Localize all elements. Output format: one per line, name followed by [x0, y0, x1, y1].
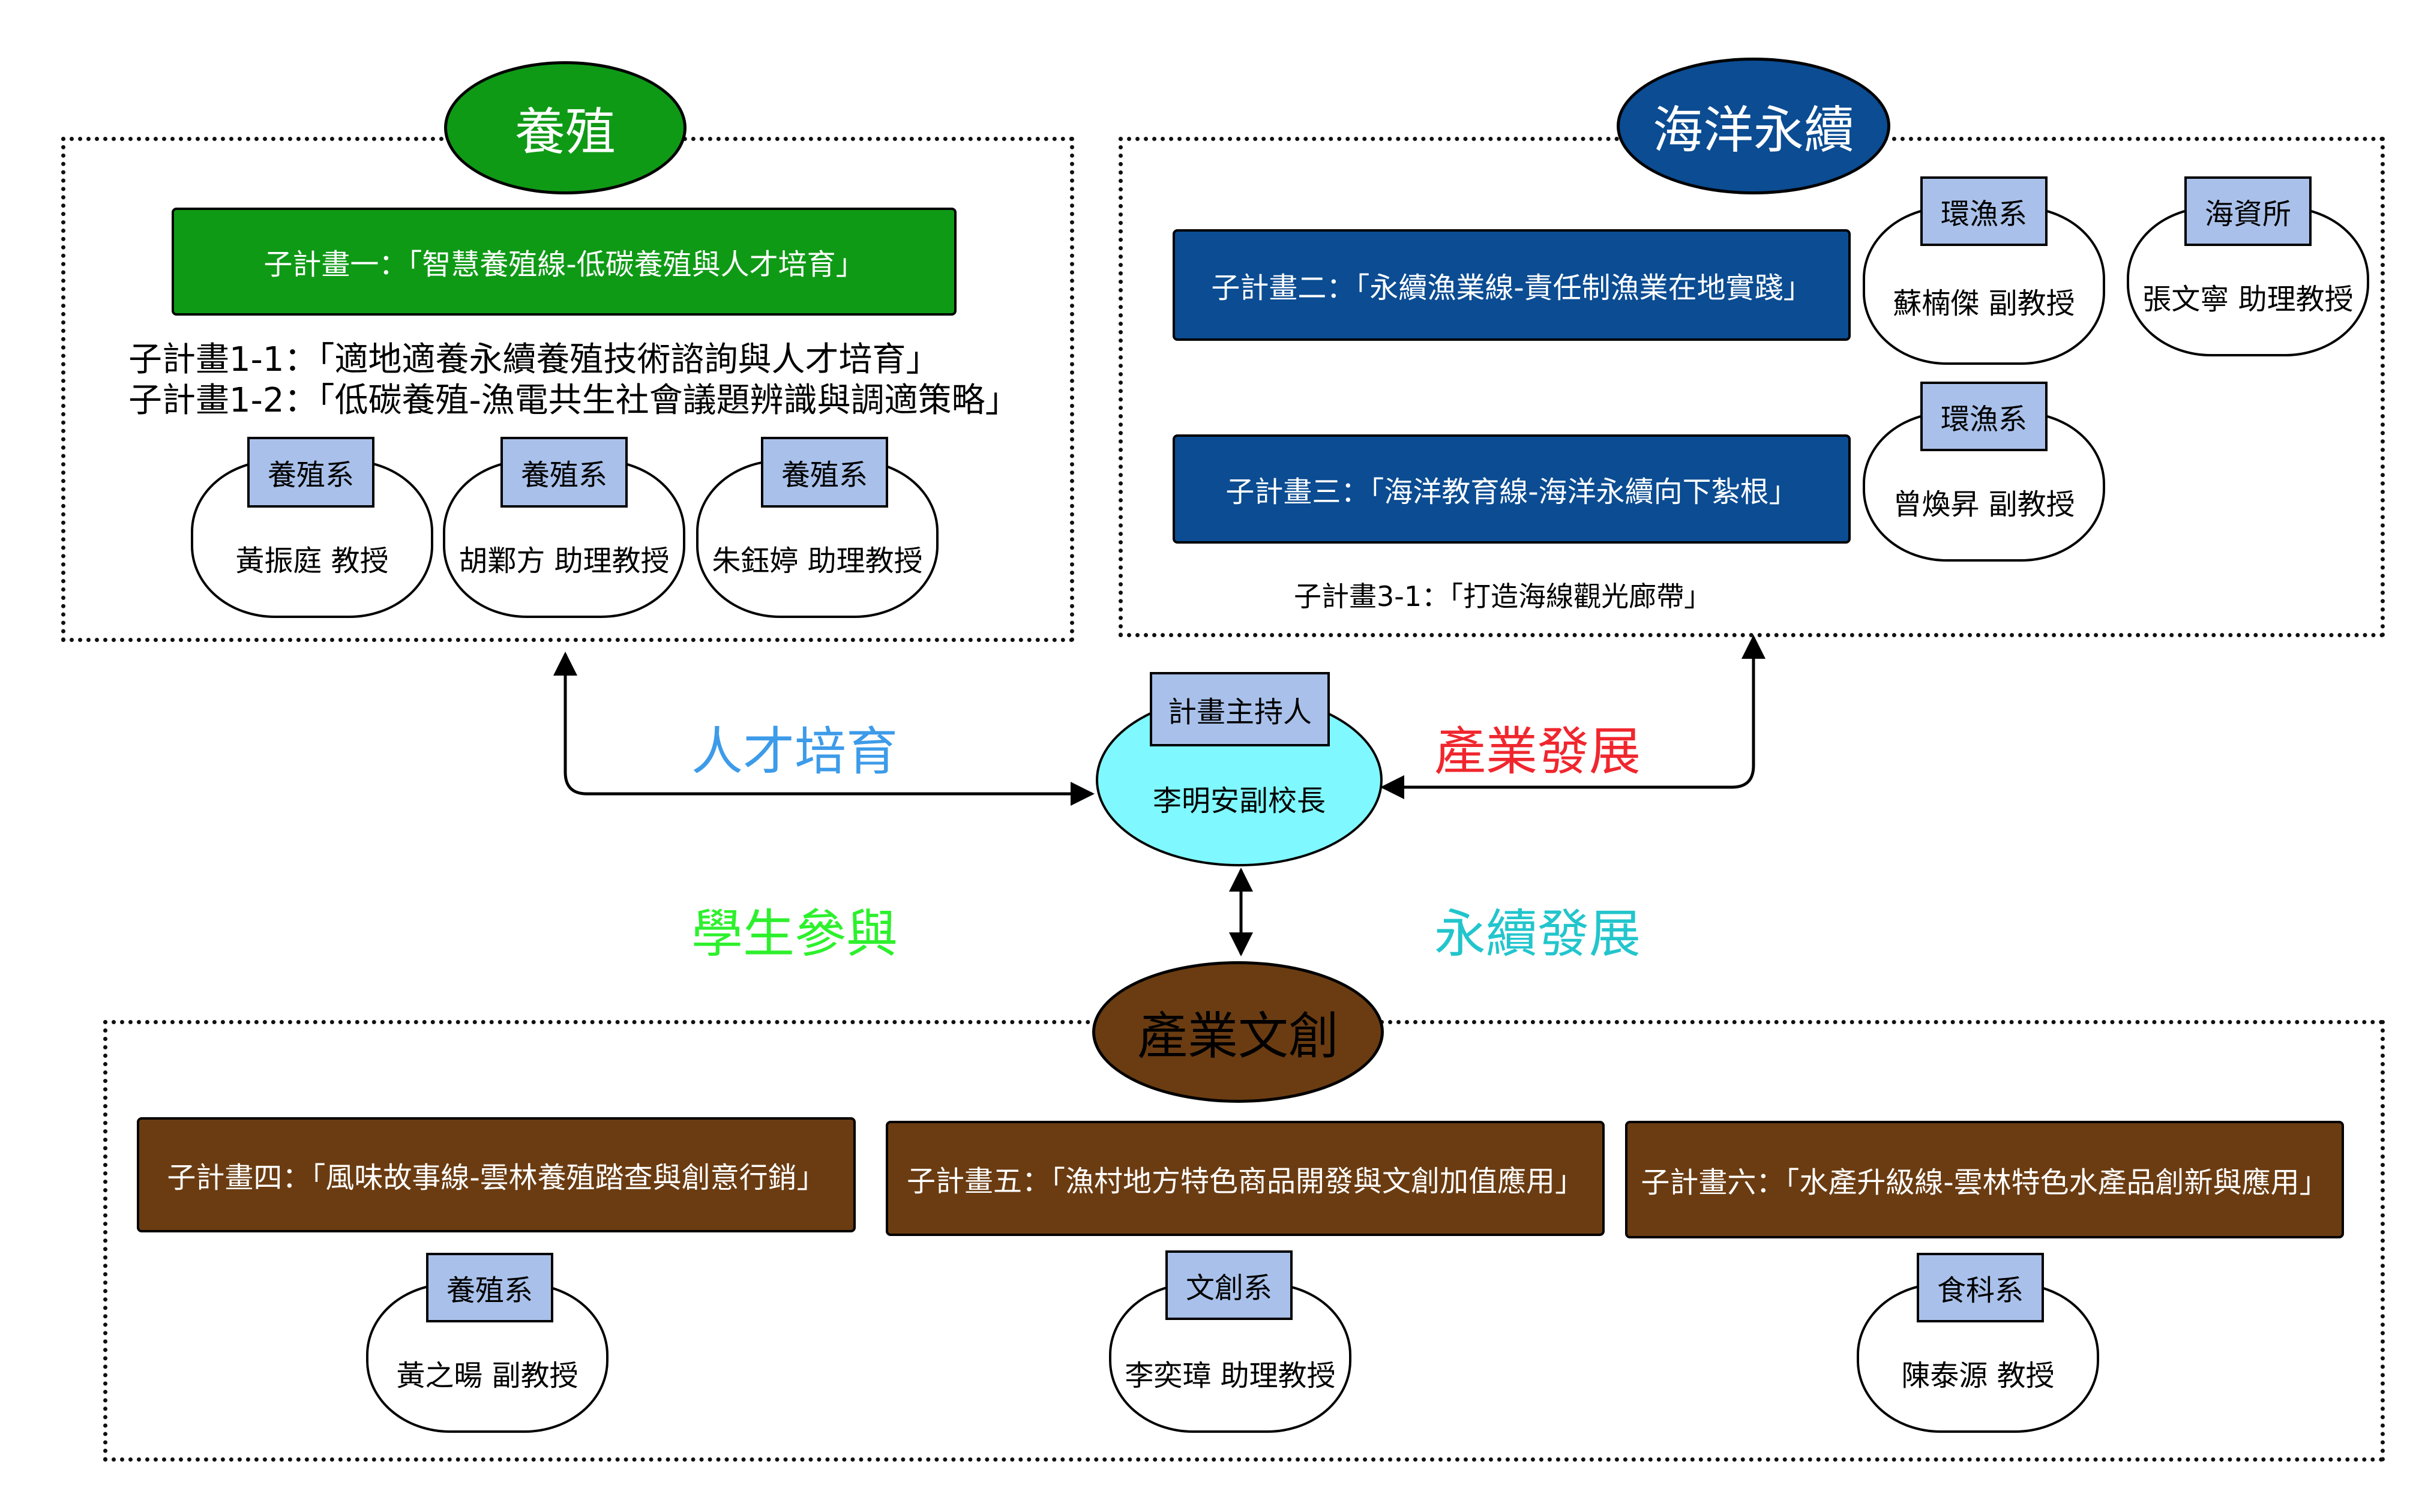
aquaculture-sub-project-1-2: 子計畫1-2：「低碳養殖-漁電共生社會議題辨識與調適策略」 — [128, 381, 1019, 420]
aquaculture-project-bar: 子計畫一：「智慧養殖線-低碳養殖與人才培育」 — [172, 208, 957, 316]
creative-project-6-bar: 子計畫六：「水產升級線-雲林特色水產品創新與應用」 — [1625, 1121, 2344, 1238]
principal-role: 計畫主持人 — [1150, 672, 1330, 746]
aquaculture-member-1-dept: 養殖系 — [247, 437, 374, 508]
member-name: 李奕璋 助理教授 — [1125, 1359, 1336, 1393]
creative-project-4-bar: 子計畫四：「風味故事線-雲林養殖踏查與創意行銷」 — [137, 1117, 856, 1232]
ocean-member-2-dept: 海資所 — [2184, 176, 2312, 246]
aquaculture-member-3-dept: 養殖系 — [761, 437, 888, 508]
member-name: 胡鄴方 助理教授 — [458, 544, 670, 578]
aquaculture-title: 養殖 — [444, 61, 687, 194]
principal-name: 李明安副校長 — [1152, 784, 1326, 818]
link-label-talent: 人才培育 — [691, 722, 898, 782]
member-name: 黃振庭 教授 — [235, 544, 389, 578]
link-label-sustainability: 永續發展 — [1434, 904, 1641, 964]
creative-project-5-bar: 子計畫五：「漁村地方特色商品開發與文創加值應用」 — [886, 1121, 1605, 1236]
link-label-students: 學生參與 — [691, 904, 898, 964]
creative-member-1-dept: 養殖系 — [426, 1253, 553, 1322]
aquaculture-member-2-dept: 養殖系 — [500, 437, 628, 508]
creative-title: 產業文創 — [1092, 961, 1384, 1103]
member-name: 黃之暘 副教授 — [396, 1359, 578, 1393]
member-name: 張文寧 助理教授 — [2142, 283, 2354, 316]
member-name: 朱鈺婷 助理教授 — [712, 544, 923, 578]
ocean-member-1-dept: 環漁系 — [1920, 176, 2048, 246]
aquaculture-member-2: 胡鄴方 助理教授 — [443, 460, 685, 618]
arrow-center-to-aquaculture — [553, 652, 1095, 806]
ocean-project-3-bar: 子計畫三：「海洋教育線-海洋永續向下紮根」 — [1173, 434, 1851, 544]
creative-member-3-dept: 食科系 — [1917, 1253, 2044, 1322]
ocean-member-1: 蘇楠傑 副教授 — [1863, 206, 2105, 365]
member-name: 蘇楠傑 副教授 — [1893, 287, 2075, 320]
arrow-center-to-ocean — [1380, 635, 1765, 799]
aquaculture-sub-project-1-1: 子計畫1-1：「適地適養永續養殖技術諮詢與人才培育」 — [128, 340, 940, 379]
ocean-title: 海洋永續 — [1617, 58, 1890, 194]
ocean-project-2-bar: 子計畫二：「永續漁業線-責任制漁業在地實踐」 — [1173, 229, 1851, 341]
ocean-sub-project-3-1: 子計畫3-1：「打造海線觀光廊帶」 — [1294, 580, 1712, 613]
ocean-member-3-dept: 環漁系 — [1920, 382, 2048, 451]
member-name: 陳泰源 教授 — [1901, 1359, 2055, 1393]
link-label-industry: 產業發展 — [1434, 722, 1641, 782]
creative-member-1: 黃之暘 副教授 — [366, 1283, 608, 1433]
member-name: 曾煥昇 副教授 — [1893, 488, 2075, 521]
creative-member-2-dept: 文創系 — [1165, 1250, 1293, 1320]
